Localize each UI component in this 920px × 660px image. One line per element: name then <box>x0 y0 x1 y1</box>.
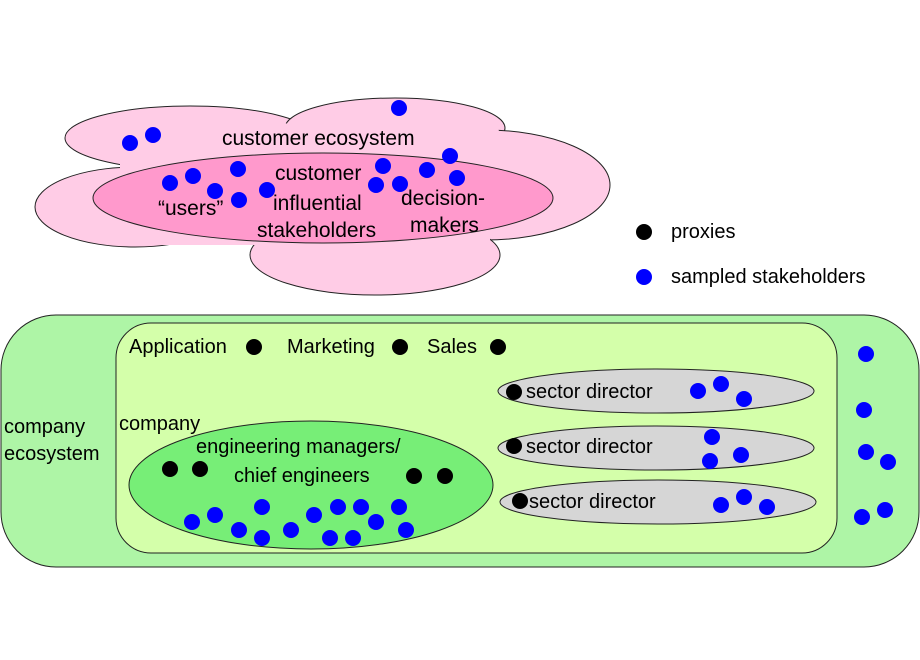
stakeholder-dot <box>283 522 299 538</box>
decision-makers-label-1: decision- <box>401 187 485 210</box>
sector-director-ellipse <box>499 479 817 525</box>
stakeholder-dot <box>207 507 223 523</box>
proxy-dot <box>246 339 262 355</box>
stakeholder-dot <box>713 376 729 392</box>
sector-director-label: sector director <box>529 491 656 513</box>
proxy-dot <box>506 384 522 400</box>
proxy-dot <box>406 468 422 484</box>
customer-ecosystem-label: customer ecosystem <box>222 127 415 150</box>
stakeholder-dot <box>330 499 346 515</box>
stakeholder-dot <box>704 429 720 445</box>
customer-influential-ellipse <box>92 152 554 244</box>
stakeholder-dot <box>122 135 138 151</box>
company-label: company <box>119 413 200 435</box>
stakeholder-dot <box>856 402 872 418</box>
stakeholder-dot <box>185 168 201 184</box>
stakeholder-dot <box>322 530 338 546</box>
customer-influential-label-2: influential <box>273 192 362 215</box>
stakeholder-dot <box>259 182 275 198</box>
proxy-dot <box>490 339 506 355</box>
proxy-dot <box>192 461 208 477</box>
stakeholder-dot <box>368 514 384 530</box>
stakeholder-dot <box>392 176 408 192</box>
legend-proxy-dot <box>636 224 652 240</box>
company-ecosystem-label-2: ecosystem <box>4 443 100 465</box>
stakeholder-dot <box>391 100 407 116</box>
stakeholder-dot <box>733 447 749 463</box>
proxy-dot <box>162 461 178 477</box>
legend: proxies sampled stakeholders <box>636 221 866 288</box>
stakeholder-dot <box>207 183 223 199</box>
legend-proxies-label: proxies <box>671 221 735 243</box>
stakeholder-dot <box>858 346 874 362</box>
customer-stakeholder-dots <box>122 100 465 208</box>
stakeholder-dot <box>391 499 407 515</box>
decision-makers-label-2: makers <box>410 214 479 237</box>
stakeholder-dot <box>398 522 414 538</box>
sector-director-1: sector director <box>497 368 815 414</box>
stakeholder-dot <box>736 489 752 505</box>
sector-director-label: sector director <box>526 381 653 403</box>
users-label: “users” <box>158 197 223 220</box>
sector-director-3: sector director <box>499 479 817 525</box>
proxy-dot <box>512 493 528 509</box>
stakeholder-dot <box>230 161 246 177</box>
engineering-label-1: engineering managers/ <box>196 436 401 458</box>
stakeholder-dot <box>254 530 270 546</box>
stakeholder-dot <box>231 522 247 538</box>
stakeholder-dot <box>877 502 893 518</box>
proxy-dot <box>506 438 522 454</box>
ecosystem-stakeholder-dots <box>854 346 896 525</box>
sector-director-label: sector director <box>526 436 653 458</box>
stakeholder-dot <box>880 454 896 470</box>
customer-influential-label-3: stakeholders <box>257 219 376 242</box>
customer-influential-label-1: customer <box>275 162 361 185</box>
stakeholder-dot <box>231 192 247 208</box>
stakeholder-dot <box>702 453 718 469</box>
marketing-label: Marketing <box>287 336 375 358</box>
stakeholder-dot <box>854 509 870 525</box>
stakeholder-dot <box>736 391 752 407</box>
stakeholder-dot <box>254 499 270 515</box>
legend-stakeholder-dot <box>636 269 652 285</box>
application-label: Application <box>129 336 227 358</box>
proxy-dot <box>392 339 408 355</box>
stakeholder-dot <box>353 499 369 515</box>
company-ecosystem-label-1: company <box>4 416 85 438</box>
stakeholder-dot <box>690 383 706 399</box>
legend-sampled-label: sampled stakeholders <box>671 266 866 288</box>
stakeholder-dot <box>184 514 200 530</box>
stakeholder-dot <box>442 148 458 164</box>
stakeholder-dot <box>759 499 775 515</box>
engineering-label-2: chief engineers <box>234 465 370 487</box>
stakeholder-dot <box>419 162 435 178</box>
stakeholder-dot <box>306 507 322 523</box>
stakeholder-dot <box>713 497 729 513</box>
stakeholder-dot <box>449 170 465 186</box>
stakeholder-dot <box>858 444 874 460</box>
stakeholder-dot <box>145 127 161 143</box>
proxy-dot <box>437 468 453 484</box>
sales-label: Sales <box>427 336 477 358</box>
stakeholder-dot <box>345 530 361 546</box>
engineering-dots <box>162 461 453 546</box>
stakeholder-dot <box>162 175 178 191</box>
sector-director-2: sector director <box>497 425 815 471</box>
stakeholder-dot <box>368 177 384 193</box>
stakeholder-dot <box>375 158 391 174</box>
sector-director-ellipse <box>497 368 815 414</box>
